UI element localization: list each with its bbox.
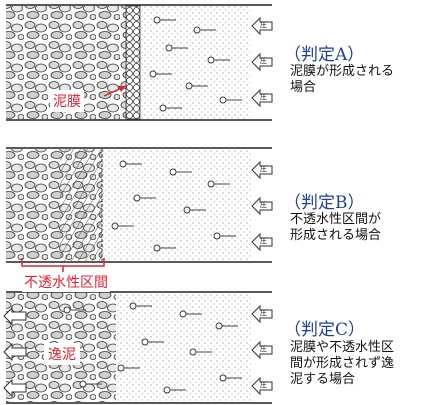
panel-c-leak-arrows-left (3, 306, 27, 398)
panel-b-particles (111, 160, 236, 252)
judgement-b-header: （判定B） (284, 193, 365, 213)
panel-a-mud-film (125, 5, 141, 120)
judgement-c-desc-line-1: 泥膜や不透水性区 (290, 340, 395, 355)
panel-b-impermeable-zone (60, 149, 102, 261)
impermeable-zone-label: 不透水性区間 (22, 272, 110, 292)
panel-b-pressure-arrows (251, 160, 273, 252)
panel-b-figure (6, 147, 273, 272)
judgement-a-desc-line-1: 泥膜が形成される (290, 64, 395, 79)
judgement-c-desc-line-3: 泥する場合 (290, 372, 356, 387)
judgement-a-description: 泥膜が形成される 場合 (290, 64, 394, 96)
panel-a-particles (149, 16, 242, 112)
panel-a-figure (6, 4, 273, 121)
panel-c-arrow-label-1: 圧 (260, 309, 267, 317)
judgement-a-header: （判定A） (284, 45, 365, 65)
judgement-c-header: （判定C） (284, 320, 366, 340)
judgement-c-description: 泥膜や不透水性区 間が形成されず逸 泥する場合 (290, 340, 394, 388)
mud-loss-label: 逸泥 (44, 343, 80, 365)
judgement-c-desc-line-2: 間が形成されず逸 (290, 356, 395, 371)
judgement-a-desc-line-2: 場合 (290, 80, 317, 95)
panel-b-arrow-label-2: 圧 (260, 201, 267, 209)
panel-a-arrow-label-3: 圧 (260, 93, 267, 101)
panel-c-pressure-arrows-right (251, 304, 273, 396)
panel-a-pressure-arrows (251, 16, 273, 108)
panel-c-particles (63, 302, 242, 394)
panel-b-arrow-label-3: 圧 (260, 237, 267, 245)
panel-c-arrow-label-3: 圧 (260, 381, 267, 389)
panel-c-figure (3, 291, 273, 404)
judgement-b-desc-line-1: 不透水性区間が (290, 212, 382, 227)
judgement-b-description: 不透水性区間が 形成される場合 (290, 212, 381, 244)
panel-c-slurry-zone (116, 293, 252, 402)
panel-a-label-arrowhead (118, 86, 126, 92)
panel-a-arrow-label-1: 圧 (260, 21, 267, 29)
panel-b-arrow-label-1: 圧 (260, 165, 267, 173)
mud-film-label: 泥膜 (50, 90, 84, 112)
panel-b-slurry-zone (102, 149, 252, 261)
panel-a-arrow-label-2: 圧 (260, 57, 267, 65)
panel-c-arrow-label-2: 圧 (260, 345, 267, 353)
judgement-b-desc-line-2: 形成される場合 (290, 228, 382, 243)
